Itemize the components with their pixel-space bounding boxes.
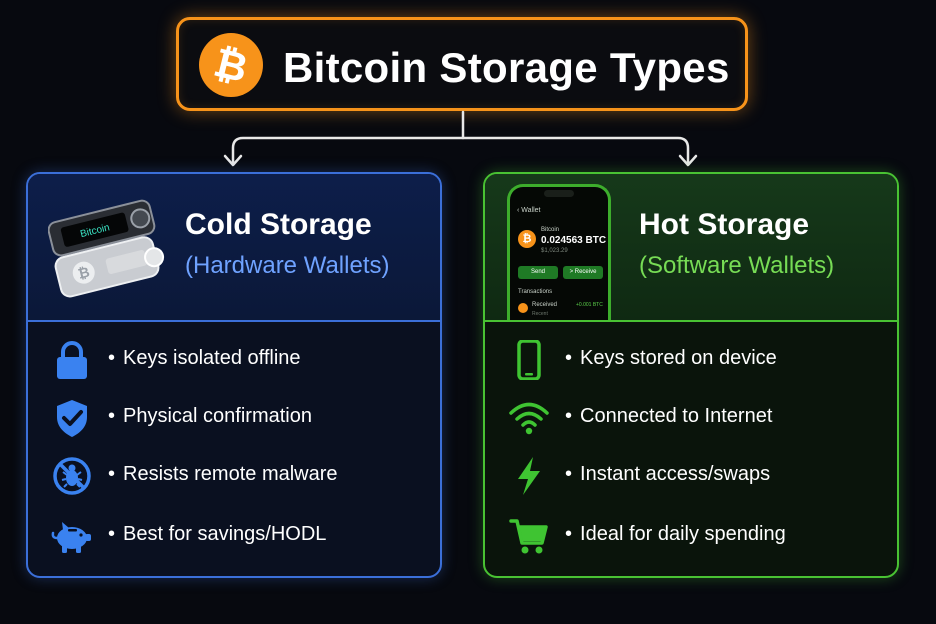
hardware-wallet-icon: Bitcoin ₿ xyxy=(48,199,165,298)
cold-feature-list: Keys isolated offline Physical confirmat… xyxy=(28,320,440,576)
no-bug-icon xyxy=(53,457,91,495)
list-item: Physical confirmation xyxy=(28,392,440,442)
svg-text:₿: ₿ xyxy=(76,264,91,282)
hot-storage-panel: ‹ Wallet ₿ Bitcoin 0.024563 BTC $1,023.2… xyxy=(483,172,899,578)
cold-storage-subtitle: (Hardware Wallets) xyxy=(185,252,390,279)
list-item: Ideal for daily spending xyxy=(485,510,897,560)
cold-storage-header: Bitcoin ₿ Cold Storage (Hardware Wallets… xyxy=(28,174,440,322)
hot-storage-subtitle: (Software Wallets) xyxy=(639,252,835,279)
phone-notch xyxy=(544,190,574,197)
feature-text: Connected to Internet xyxy=(565,405,772,428)
wifi-icon xyxy=(509,402,549,435)
hot-storage-title: Hot Storage xyxy=(639,208,810,241)
phone-wallet-mockup: ‹ Wallet ₿ Bitcoin 0.024563 BTC $1,023.2… xyxy=(507,184,611,320)
shopping-cart-icon xyxy=(509,519,548,554)
feature-text: Resists remote malware xyxy=(108,463,338,486)
shield-check-icon xyxy=(57,400,87,437)
hot-storage-header: ‹ Wallet ₿ Bitcoin 0.024563 BTC $1,023.2… xyxy=(485,174,897,322)
lock-icon xyxy=(57,341,87,379)
feature-text: Ideal for daily spending xyxy=(565,523,786,546)
lightning-icon xyxy=(518,457,540,495)
feature-text: Best for savings/HODL xyxy=(108,523,326,546)
phone-bitcoin-icon: ₿ xyxy=(518,230,536,248)
cold-storage-title: Cold Storage xyxy=(185,208,372,241)
feature-text: Keys stored on device xyxy=(565,347,777,370)
phone-tx-icon xyxy=(518,303,528,313)
list-item: Instant access/swaps xyxy=(485,450,897,500)
phone-tx-label: Received xyxy=(532,302,558,308)
phone-fiat-value: $1,023.29 xyxy=(541,248,568,254)
list-item: Best for savings/HODL xyxy=(28,510,440,560)
phone-coin-label: Bitcoin xyxy=(541,227,560,233)
feature-text: Instant access/swaps xyxy=(565,463,770,486)
phone-tx-amount: +0.001 BTC xyxy=(576,302,603,308)
hot-feature-list: Keys stored on device Connected to Inter… xyxy=(485,320,897,576)
piggy-bank-icon xyxy=(51,522,91,553)
list-item: Resists remote malware xyxy=(28,450,440,500)
connector-arrows xyxy=(223,110,698,167)
list-item: Connected to Internet xyxy=(485,392,897,442)
phone-receive-button: > Receive xyxy=(563,266,603,279)
bitcoin-logo-icon: ₿ xyxy=(199,33,263,97)
title-box: ₿ Bitcoin Storage Types xyxy=(176,17,748,111)
feature-text: Physical confirmation xyxy=(108,405,312,428)
phone-send-button: Send xyxy=(518,266,558,279)
phone-back-link: ‹ Wallet xyxy=(517,207,541,214)
feature-text: Keys isolated offline xyxy=(108,347,301,370)
phone-tx-sub: Recent xyxy=(532,311,548,317)
list-item: Keys isolated offline xyxy=(28,334,440,384)
page-title: Bitcoin Storage Types xyxy=(283,44,730,91)
smartphone-icon xyxy=(517,340,541,380)
phone-transactions-title: Transactions xyxy=(518,289,553,295)
list-item: Keys stored on device xyxy=(485,334,897,384)
cold-storage-panel: Bitcoin ₿ Cold Storage (Hardware Wallets… xyxy=(26,172,442,578)
phone-balance: 0.024563 BTC xyxy=(541,235,607,246)
